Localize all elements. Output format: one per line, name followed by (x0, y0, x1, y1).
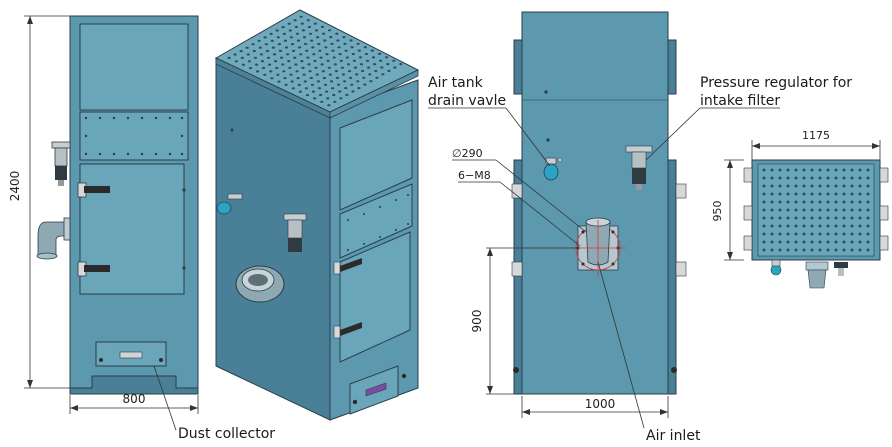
side-air-inlet (570, 217, 626, 276)
front-view: 2400 (8, 15, 199, 414)
iso-pressure-regulator (283, 213, 307, 252)
bolt-spec-label: 6−M8 (458, 169, 491, 182)
iso-air-inlet (235, 265, 285, 303)
air-tank-drain-label-line1: Air tank (428, 75, 484, 91)
air-inlet-label: Air inlet (646, 428, 701, 444)
top-view-perforation (762, 168, 870, 252)
isometric-view (214, 9, 420, 421)
top-view: 1175 950 (711, 129, 889, 289)
iso-drain-valve (216, 193, 243, 215)
front-pressure-regulator (51, 141, 71, 186)
top-depth-dimension: 950 (711, 201, 724, 222)
door-latch-upper (77, 182, 110, 198)
side-inlet-height-dimension: 900 (470, 310, 484, 333)
pressure-regulator-label-line1: Pressure regulator for (700, 75, 852, 91)
inlet-diameter-label: ∅290 (452, 147, 483, 160)
iso-door-latch-upper (333, 258, 362, 275)
front-air-inlet-elbow (36, 217, 71, 260)
iso-door-latch-lower (333, 322, 362, 339)
perforated-top (227, 15, 403, 107)
front-height-dimension: 2400 (8, 171, 22, 202)
pressure-regulator-label-line2: intake filter (700, 93, 780, 109)
air-tank-drain-label-line2: drain vavle (428, 93, 506, 109)
front-width-dimension: 800 (123, 392, 146, 406)
top-length-dimension: 1175 (802, 129, 830, 142)
door-latch-lower (77, 261, 110, 277)
side-view: 900 1000 (470, 11, 687, 418)
side-drain-valve (543, 157, 563, 181)
dust-collector-label: Dust collector (178, 426, 275, 442)
side-width-dimension: 1000 (585, 397, 616, 411)
side-pressure-regulator (625, 145, 653, 190)
